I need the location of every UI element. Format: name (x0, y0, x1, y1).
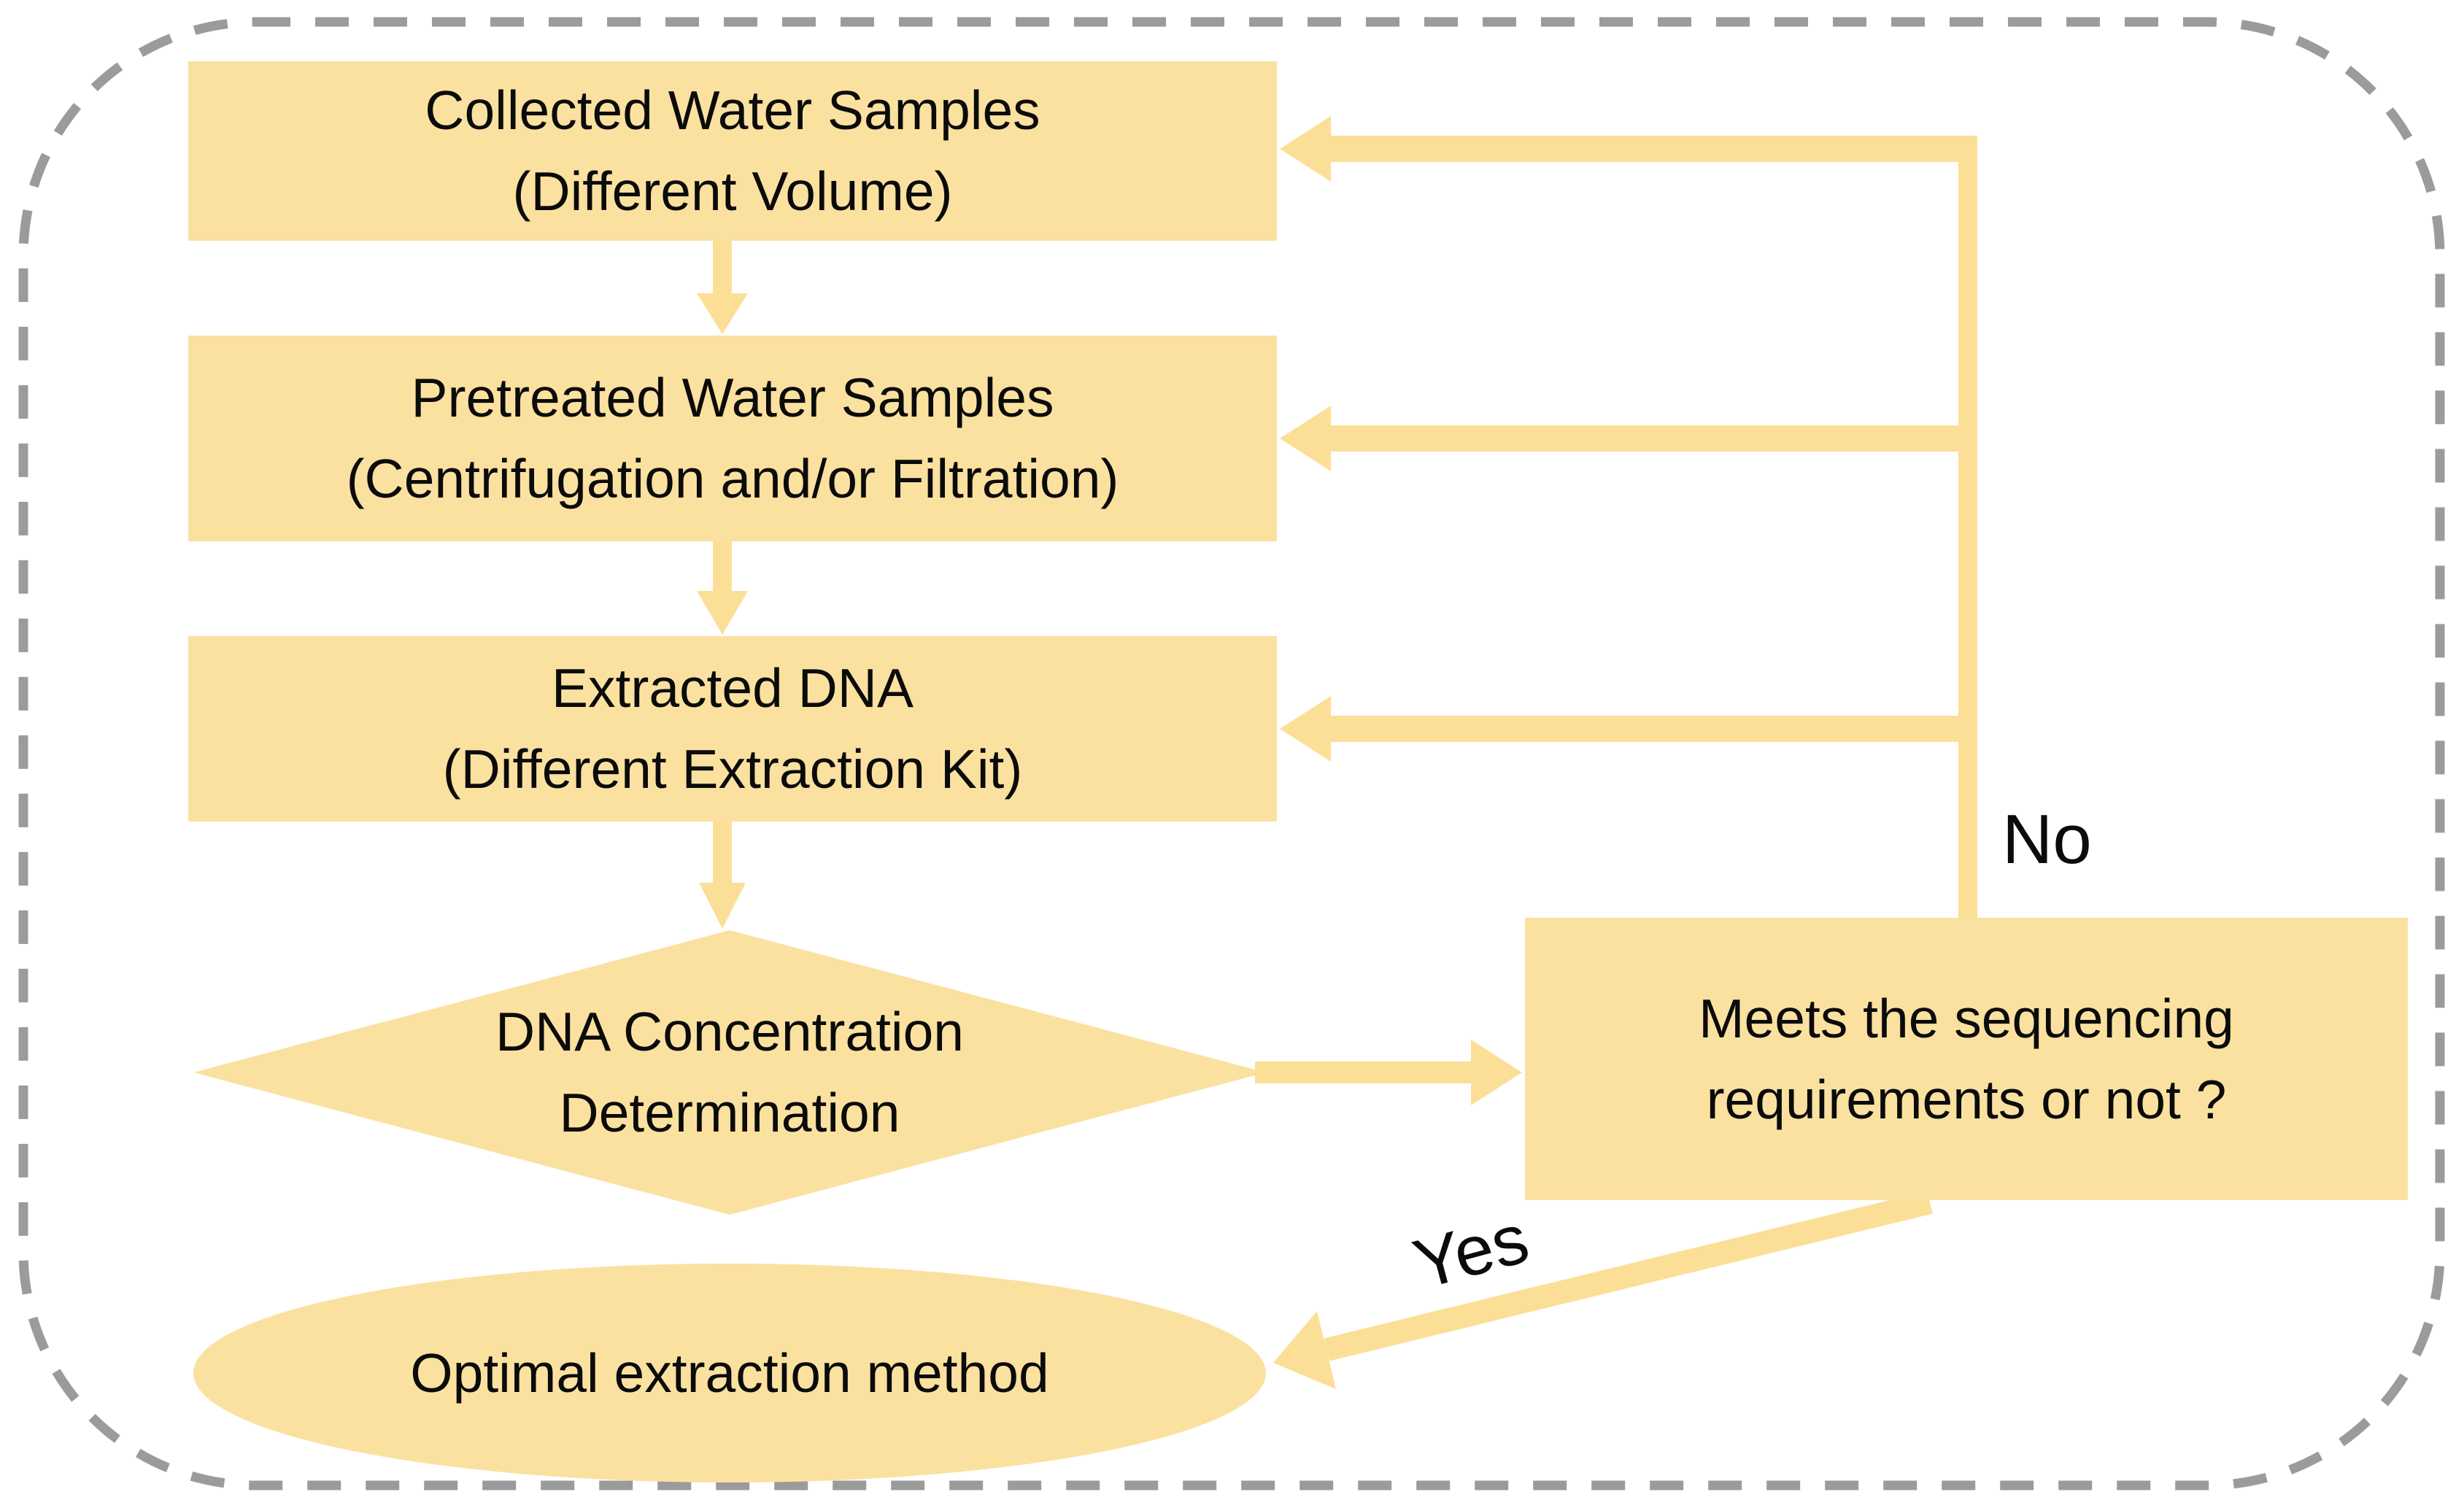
node-text-line: (Different Extraction Kit) (442, 738, 1023, 800)
arrow-down-icon (697, 293, 748, 334)
node-collected-water-samples: Collected Water Samples (Different Volum… (188, 61, 1277, 241)
node-text-line: DNA Concentration (495, 1001, 964, 1062)
arrow-left-icon (1280, 406, 1331, 471)
decision-diamond-shape (193, 930, 1266, 1215)
arrow-shaft (1324, 1191, 1933, 1361)
node-text-line: Extracted DNA (552, 657, 914, 719)
dashed-boundary (18, 17, 2445, 1490)
node-text-line: (Centrifugation and/or Filtration) (346, 448, 1119, 509)
node-text-line: Determination (559, 1082, 900, 1143)
arrow-down-left-icon (1273, 1311, 1336, 1389)
arrow-right-icon (1471, 1040, 1522, 1105)
node-text-line: Optimal extraction method (410, 1342, 1049, 1404)
node-dna-concentration-determination: DNA Concentration Determination (328, 948, 1131, 1196)
arrow-down-icon (697, 591, 748, 635)
node-text-line: (Different Volume) (512, 161, 953, 222)
node-optimal-extraction-method: Optimal extraction method (193, 1264, 1266, 1482)
arrow-down-icon (699, 883, 746, 929)
node-text-line: Pretreated Water Samples (411, 367, 1054, 428)
arrow-extracted-to-concentration (699, 821, 746, 929)
node-text-line: requirements or not ? (1706, 1068, 2227, 1130)
no-feedback-connector (1280, 116, 1977, 918)
arrow-concentration-to-decision (1255, 1040, 1522, 1105)
node-text-line: Meets the sequencing (1699, 987, 2234, 1049)
node-extracted-dna: Extracted DNA (Different Extraction Kit) (188, 636, 1277, 821)
node-meets-sequencing-requirements: Meets the sequencing requirements or not… (1525, 918, 2408, 1200)
arrow-collected-to-pretreated (697, 241, 748, 334)
node-text-line: Collected Water Samples (425, 80, 1040, 141)
arrow-pretreated-to-extracted (697, 541, 748, 635)
yes-connector (1273, 1191, 1933, 1389)
arrow-left-icon (1280, 696, 1331, 762)
label-no: No (2002, 800, 2092, 878)
node-pretreated-water-samples: Pretreated Water Samples (Centrifugation… (188, 336, 1277, 541)
arrow-left-icon (1280, 116, 1331, 182)
